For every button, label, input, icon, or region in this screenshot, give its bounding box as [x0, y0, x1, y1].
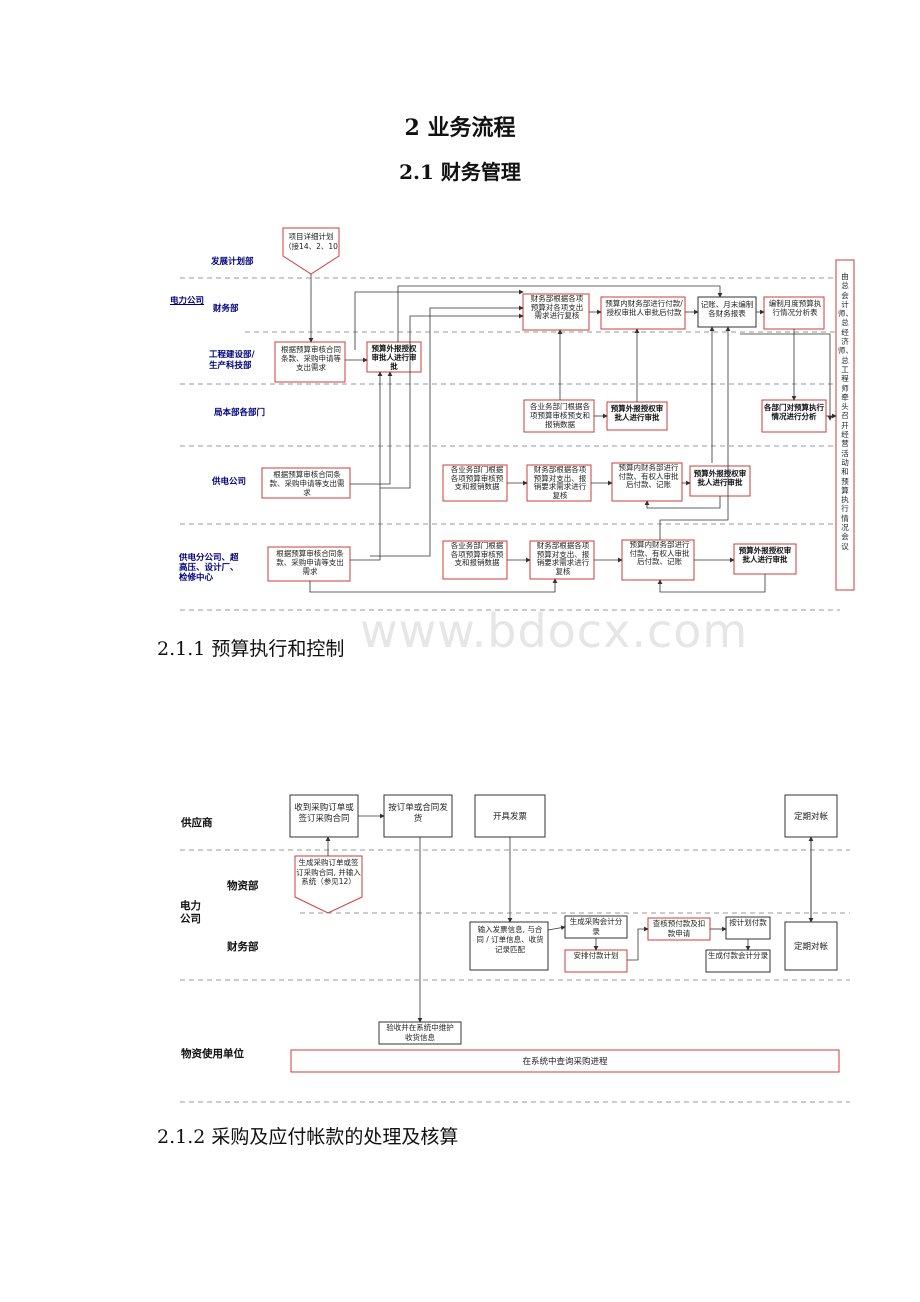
node-fin-monthly: 编制月度预算执行情况分析表	[768, 299, 822, 317]
node-input-invoice: 输入发票信息, 与合同 / 订单信息、收货记录匹配	[476, 925, 544, 954]
node-supply-pay: 预算内财务部进行付款、有权人审批后付款、记账	[618, 464, 679, 489]
node-eng-request: 根据预算审核合同条款、采购申请等支出需求	[281, 345, 341, 372]
node-sub-authorize: 预算外报授权审批人进行审批	[738, 546, 792, 564]
lane-company-label: 电力公司	[170, 296, 205, 306]
node-sub-review: 各业务部门根据各项预算审核预支和报销数据	[450, 542, 504, 567]
node-supply-fin: 财务部根据各项预算对支出、报销要求需求进行复核	[533, 466, 587, 500]
node-fin-payment: 预算内财务部进行付款/授权审批人审批后付款	[605, 299, 683, 317]
node-fin-report: 记账、月末编制各财务报表	[700, 300, 754, 318]
lane-sub-label: 供电分公司、超高压、设计厂、检修中心	[179, 553, 239, 583]
section-heading-budget: 2.1.1 预算执行和控制	[157, 638, 345, 660]
node-gen-pay-entry: 生成付款会计分录	[708, 951, 768, 960]
node-side-meeting: 由总会计师、总经济师、总工程师牵头召开经营活动和预算执行情况会议	[838, 272, 852, 551]
lane-company2-label: 电力公司	[180, 900, 201, 925]
lane-materials-label: 物资部	[227, 879, 259, 892]
node-gen-entry: 生成采购会计分录	[569, 917, 623, 936]
node-sub-fin: 财务部根据各项预算对支出、报销要求需求进行复核	[536, 542, 590, 576]
node-hq-authorize: 预算外报授权审批人进行审批	[610, 404, 664, 422]
node-supply-authorize: 预算外报授权审批人进行审批	[693, 469, 747, 487]
node-check-prepayment: 查核预付款及扣款申请	[652, 919, 706, 938]
node-issue-invoice: 开具发票	[493, 811, 528, 822]
node-pay-by-plan: 按计划付款	[729, 918, 767, 927]
node-supplier-reconcile: 定期对帐	[794, 811, 829, 822]
node-eng-authorize: 预算外报授权审批人进行审批	[371, 344, 417, 371]
page-title: 2 业务流程	[404, 115, 516, 141]
lane-supplier-label: 供应商	[180, 816, 213, 829]
node-fin-review: 财务部根据各项预算对各项支出需求进行复核	[530, 295, 584, 320]
lane-supply-label: 供电公司	[211, 476, 246, 487]
lane-user-label: 物资使用单位	[181, 1047, 244, 1060]
diagram-procurement: 供应商 电力公司 物资部 财务部 物资使用单位 收到采购订单或签订采购合同 按订…	[180, 794, 850, 1103]
section-heading-procurement: 2.1.2 采购及应付帐款的处理及核算	[157, 1126, 459, 1148]
lane-eng-label: 工程建设部/生产科技部	[209, 350, 255, 371]
node-finance-reconcile: 定期对帐	[794, 941, 829, 952]
lane-dev-label: 发展计划部	[210, 256, 254, 267]
node-hq-review: 各业务部门根据各项预算审核预支和报销数据	[530, 402, 590, 429]
node-generate-po: 生成采购订单或签订采购合同, 并输入系统（参见12）	[296, 858, 361, 886]
node-accept-goods: 验收并在系统中维护收货信息	[386, 1023, 454, 1042]
node-hq-analysis: 各部门对预算执行情况进行分析	[764, 403, 824, 421]
section-title-finance: 2.1 财务管理	[399, 160, 521, 184]
node-arrange-payment: 安排付款计划	[573, 951, 619, 960]
diagram-budget: 发展计划部 电力公司 财务部 工程建设部/生产科技部 局本部各部门 供电公司 供…	[170, 227, 855, 611]
node-supply-review: 各业务部门根据各项预算审核预支和报销数据	[450, 466, 504, 491]
node-supply-request: 根据预算审核合同条款、采购申请等支出需求	[269, 470, 345, 497]
node-ship-goods: 按订单或合同发货	[388, 803, 448, 824]
lane-finance2-label: 财务部	[226, 940, 259, 953]
lane-hq-label: 局本部各部门	[213, 407, 265, 418]
node-sub-request: 根据预算审核合同条款、采购申请等支出需求	[276, 549, 344, 576]
node-query-progress: 在系统中查询采购进程	[522, 1056, 608, 1067]
lane-finance-label: 财务部	[212, 303, 239, 314]
node-sub-pay: 预算内财务部进行付款、有权人审批后付款、记账	[629, 541, 690, 566]
watermark: www.bdocx.com	[360, 604, 749, 658]
node-receive-order: 收到采购订单或签订采购合同	[294, 803, 354, 824]
node-project-plan: 项目详细计划（接14、2、10	[284, 232, 338, 251]
